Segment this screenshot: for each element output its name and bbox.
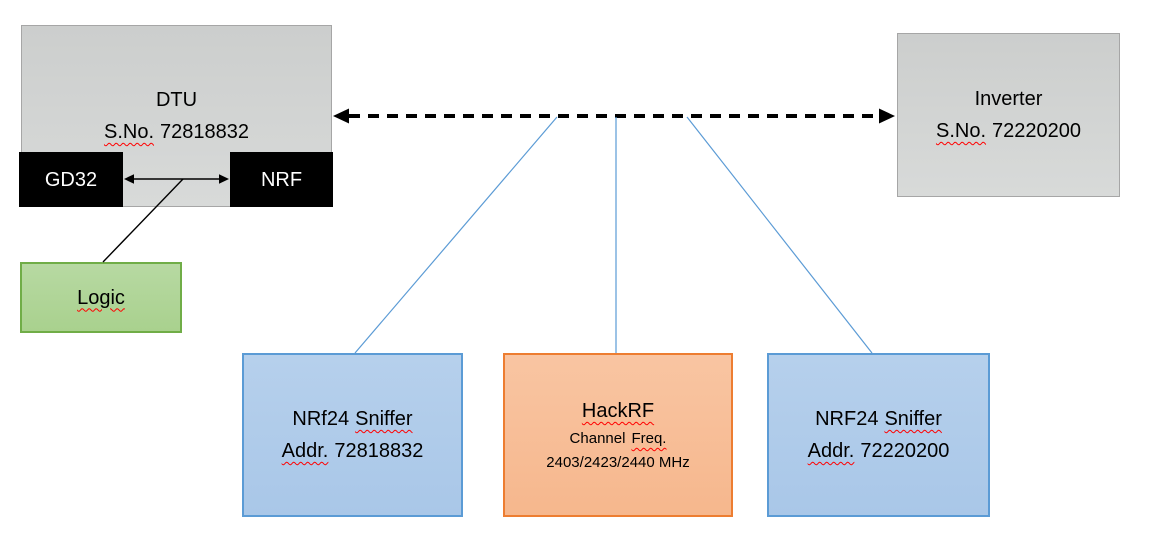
sniffer-left-addr-line: Addr. 72818832: [282, 435, 424, 467]
sniffer-left-addr-number: 72818832: [334, 440, 424, 462]
inverter-title: Inverter: [974, 88, 1043, 110]
sniffer-right-box: NRF24 Sniffer Addr. 72220200: [767, 353, 990, 517]
hackrf-freq-word: Freq.: [631, 430, 667, 447]
hackrf-title: HackRF: [582, 395, 654, 427]
hackrf-frequencies: 2403/2423/2440 MHz: [546, 454, 690, 471]
nrf-chip-box: NRF: [230, 152, 333, 207]
dtu-serial-number: 72818832: [160, 121, 249, 143]
hackrf-channel-line: Channel Freq.: [570, 427, 667, 451]
sniffer-right-addr-label: Addr.: [807, 440, 855, 462]
rf-link-arrowhead-right: [879, 108, 895, 124]
hackrf-box: HackRF Channel Freq. 2403/2423/2440 MHz: [503, 353, 733, 517]
sniffer-right-addr-number: 72220200: [860, 440, 950, 462]
inverter-serial-number: 72220200: [992, 120, 1081, 142]
rf-link-arrowhead-left: [333, 108, 349, 124]
inverter-serial-label: S.No.: [935, 120, 987, 142]
inverter-serial-line: S.No. 72220200: [936, 115, 1081, 147]
hackrf-title-text: HackRF: [581, 400, 655, 422]
sniffer-left-type: Sniffer: [355, 408, 413, 430]
nrf-label: NRF: [260, 168, 303, 191]
sniffer-right-addr-line: Addr. 72220200: [808, 435, 950, 467]
sniffer-right-type: Sniffer: [884, 408, 942, 430]
sniffer-left-title: NRf24 Sniffer: [292, 403, 412, 435]
dtu-title: DTU: [155, 89, 198, 111]
inverter-box: Inverter S.No. 72220200: [897, 33, 1120, 197]
sniffer-left-connector: [354, 116, 558, 354]
sniffer-right-connector: [686, 116, 873, 354]
sniffer-right-name: NRF24: [815, 408, 879, 430]
dtu-serial-line: S.No. 72818832: [104, 116, 249, 148]
sniffer-left-box: NRf24 Sniffer Addr. 72818832: [242, 353, 463, 517]
gd32-chip-box: GD32: [19, 152, 123, 207]
dtu-serial-label: S.No.: [103, 121, 155, 143]
logic-box: Logic: [20, 262, 182, 333]
hackrf-channel-word: Channel: [569, 430, 626, 447]
logic-label: Logic: [77, 286, 125, 309]
sniffer-left-addr-label: Addr.: [281, 440, 329, 462]
sniffer-left-name: NRf24: [292, 408, 350, 430]
gd32-label: GD32: [44, 168, 98, 191]
sniffer-right-title: NRF24 Sniffer: [815, 403, 942, 435]
